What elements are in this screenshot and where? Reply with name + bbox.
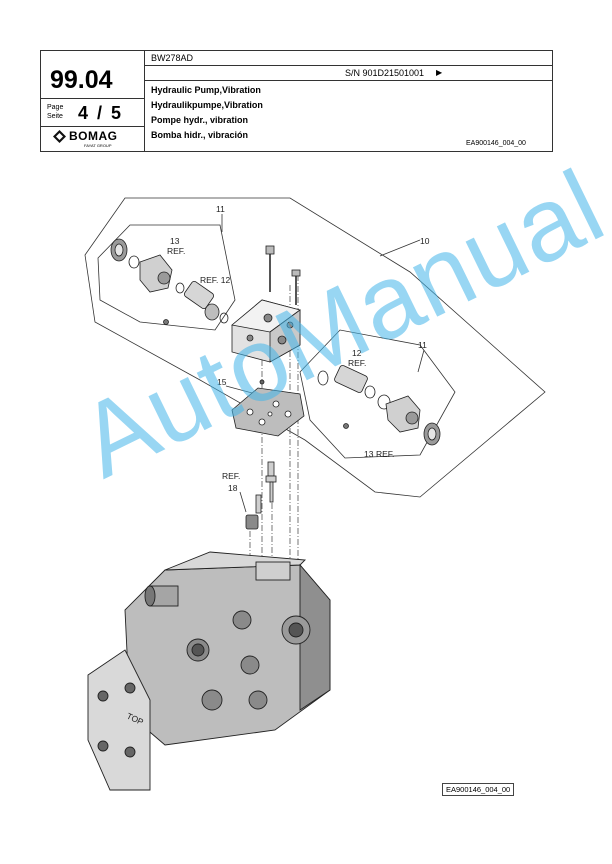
header-divider-page [41, 126, 144, 127]
callout-12-left: REF. 12 [200, 275, 231, 285]
fittings [245, 461, 277, 530]
small-screw-left [163, 319, 169, 325]
leader-18 [239, 491, 247, 513]
header-divider-code [41, 98, 144, 99]
header-divider-vertical [144, 51, 145, 151]
hydraulic-pump-body [87, 551, 331, 791]
callout-13-top: 13 [170, 236, 180, 246]
callout-15: 15 [217, 377, 227, 387]
header-divider-serial [144, 80, 552, 81]
assembly-outline [84, 197, 546, 498]
oring-left-icon [128, 255, 140, 269]
page-word-en: Page [47, 104, 64, 111]
callout-11-left: 11 [216, 204, 225, 214]
right-subassembly-parts [317, 365, 441, 446]
header-divider-model [144, 65, 552, 66]
serial-marker-icon: ▶ [436, 68, 443, 77]
valve-cartridge-left [183, 280, 215, 310]
bomag-logo-icon [53, 130, 66, 143]
callout-10: 10 [420, 236, 430, 246]
page-code: 99.04 [50, 66, 113, 94]
logo-text: BOMAG [69, 129, 118, 143]
valve-cartridge-right [334, 365, 368, 393]
title-de: Hydraulikpumpe,Vibration [151, 100, 263, 110]
callout-13-bottom: 13 [364, 449, 374, 459]
model-name: BW278AD [151, 53, 194, 63]
left-subassembly-parts [110, 238, 229, 325]
callout-12-right: 12 [352, 348, 362, 358]
page-total: 5 [111, 103, 122, 123]
leader-10 [379, 239, 421, 257]
title-fr: Pompe hydr., vibration [151, 115, 249, 125]
callout-12-right-ref: REF. [348, 358, 366, 368]
leader-11-right [417, 349, 425, 373]
drawing-ref: EA900146_004_00 [466, 140, 526, 147]
title-en: Hydraulic Pump,Vibration [151, 85, 261, 95]
small-screw-right [343, 423, 349, 429]
subassembly-right-outline [299, 329, 456, 459]
callout-13-top-ref: REF. [167, 246, 185, 256]
callout-18-ref: REF. [222, 471, 240, 481]
logo-subtext: FAYAT GROUP [84, 143, 112, 148]
page-current: 4 [78, 103, 89, 123]
page-word-de: Seite [47, 113, 63, 120]
bottom-drawing-ref: EA900146_004_00 [442, 783, 515, 796]
callout-11-right: 11 [418, 340, 427, 350]
callout-18: 18 [228, 483, 238, 493]
leader-15 [225, 385, 257, 395]
title-es: Bomba hidr., vibración [151, 130, 249, 140]
callout-13-bottom-ref: REF. [376, 449, 394, 459]
serial-number: S/N 901D21501001 [345, 68, 425, 78]
header-block: 99.04 Page Seite 4 / 5 BOMAG FAYAT GROUP… [40, 50, 553, 152]
page-separator: / [97, 103, 103, 123]
gasket-plate [231, 387, 305, 437]
subassembly-left-outline [97, 224, 236, 331]
valve-block [231, 245, 301, 385]
